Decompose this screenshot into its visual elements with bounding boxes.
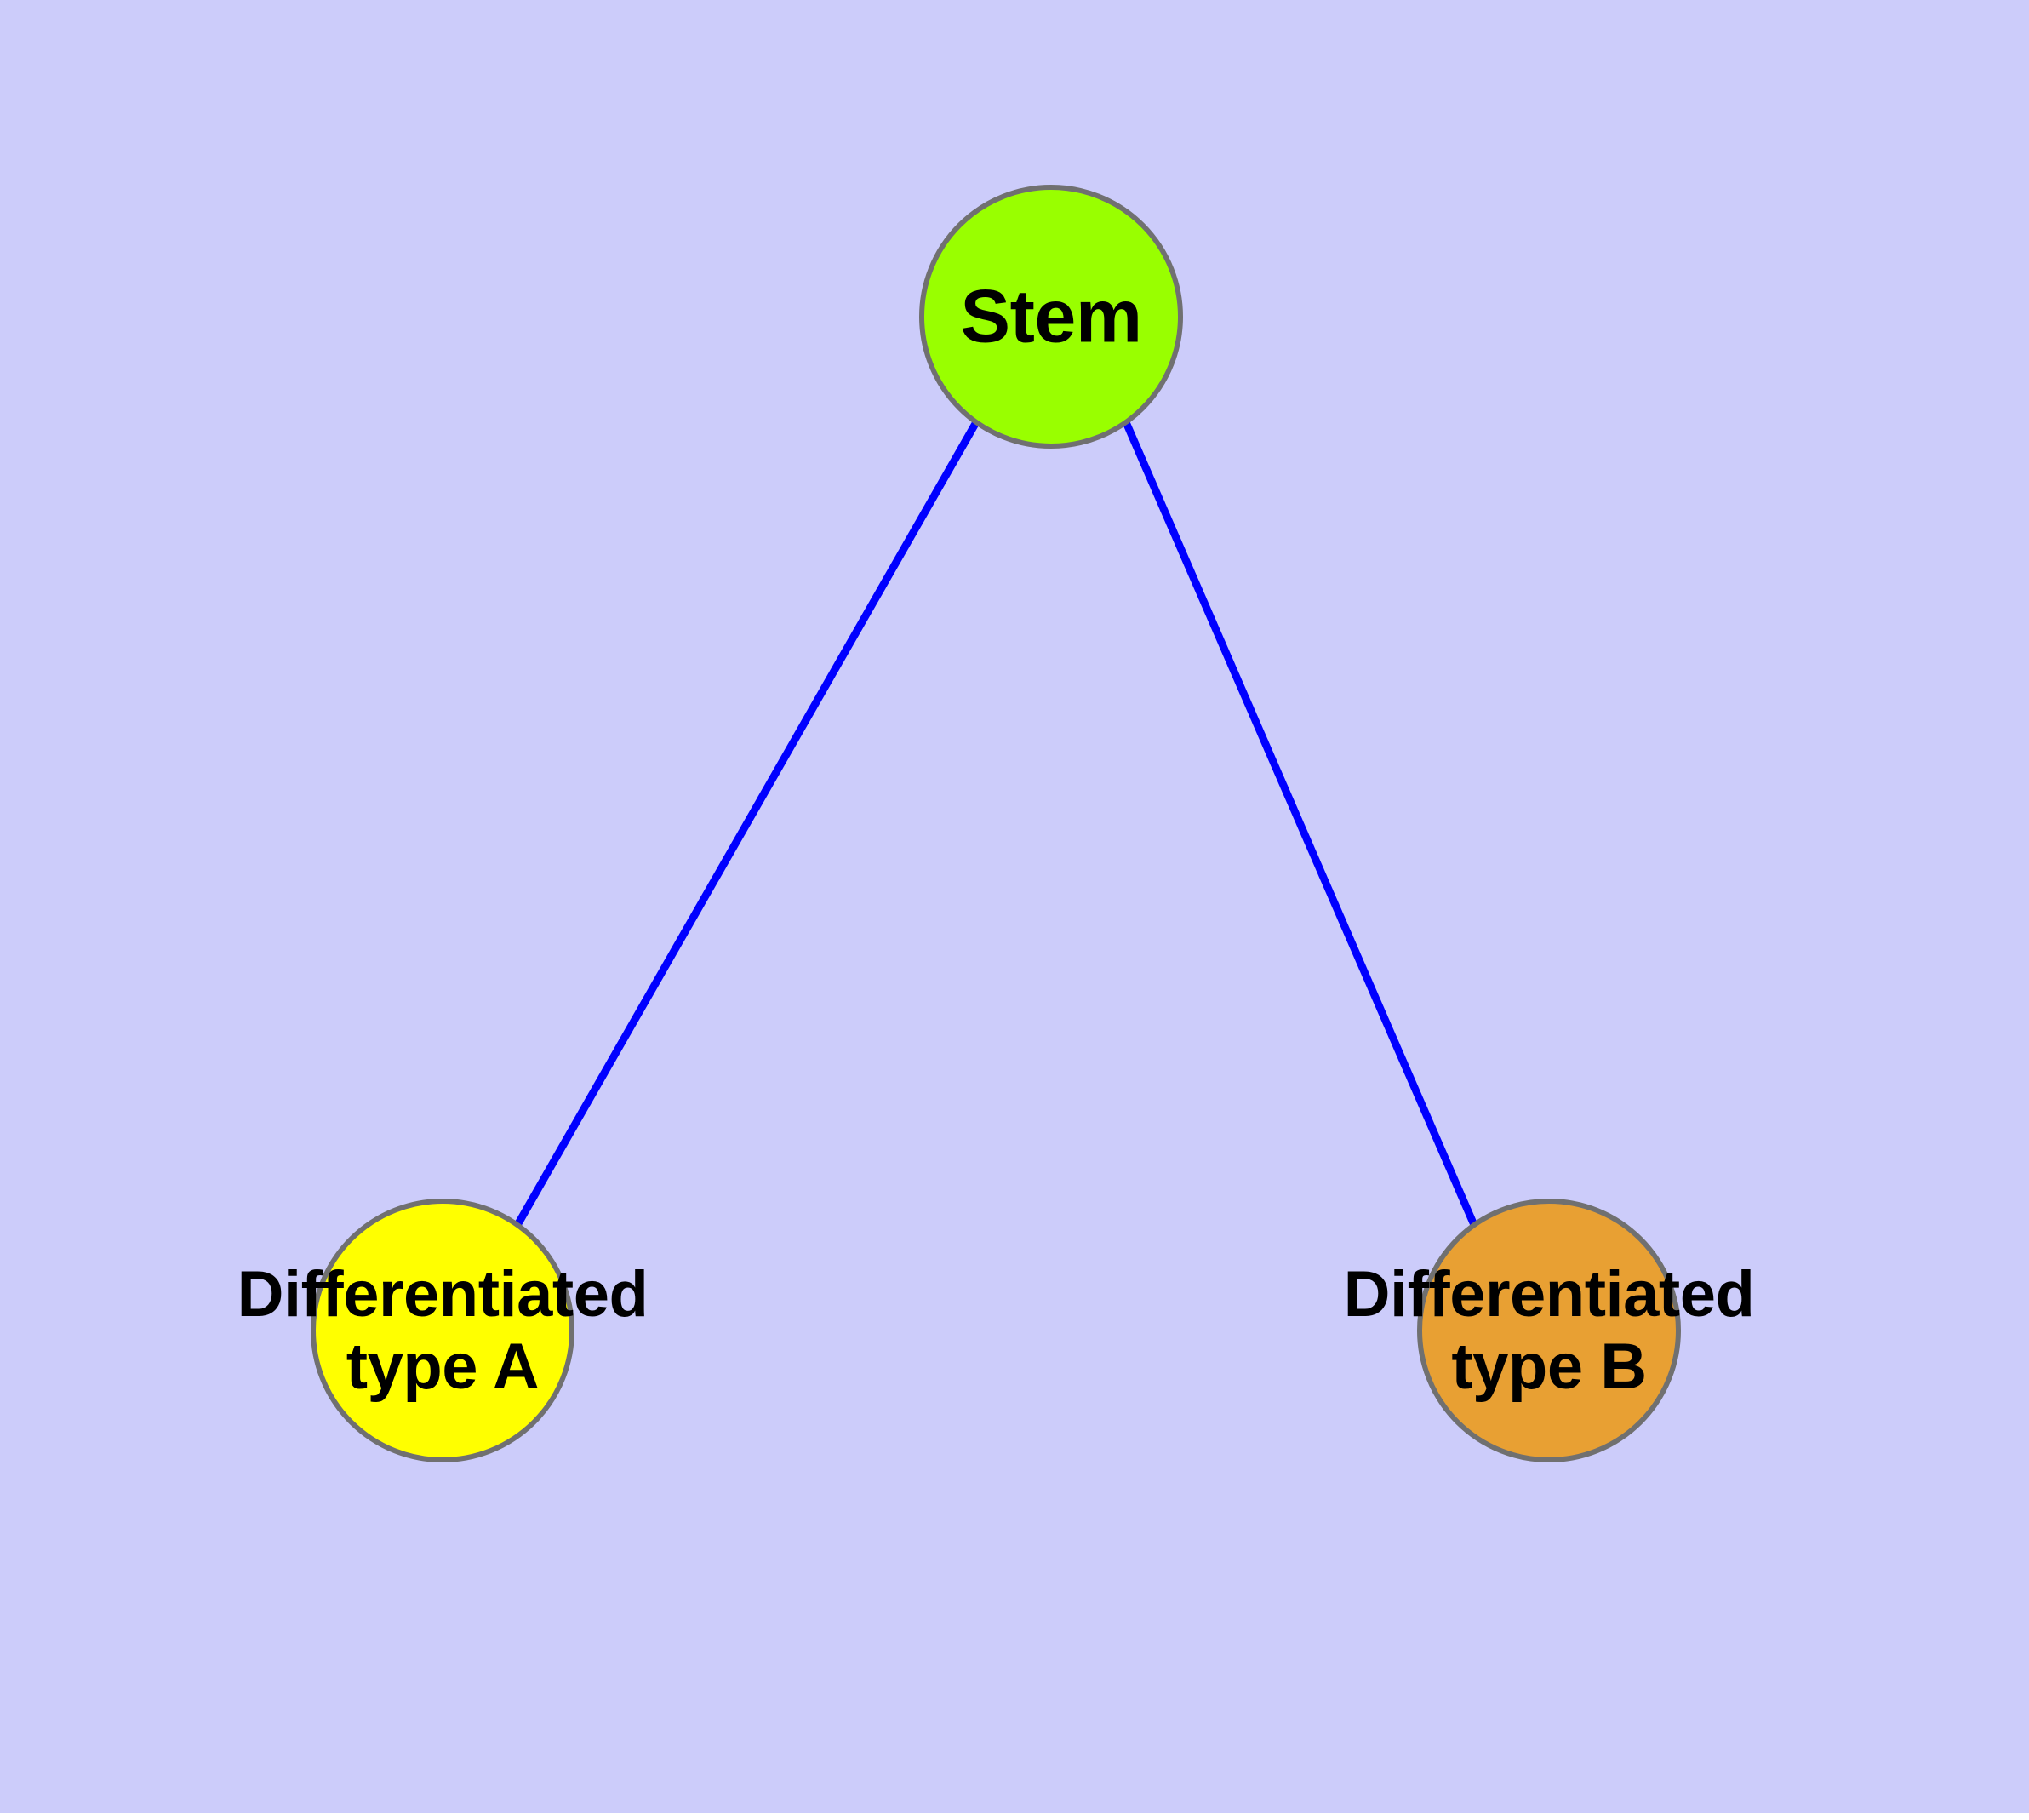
edge-layer (514, 420, 1478, 1228)
node-stem[interactable] (919, 185, 1183, 449)
edge-stem-to-diff-b (1122, 421, 1478, 1227)
node-layer (311, 185, 1681, 1462)
edge-stem-to-diff-a (514, 420, 980, 1228)
node-differentiated-type-a[interactable] (311, 1199, 574, 1462)
node-differentiated-type-b[interactable] (1417, 1199, 1681, 1462)
